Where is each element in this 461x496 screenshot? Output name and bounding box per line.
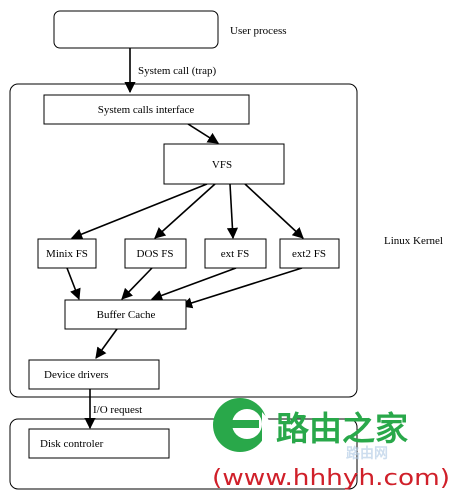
watermark: 路由之家 路由网 (www.hhhyh.com)	[212, 398, 450, 491]
edge-minix-to-cache	[66, 267, 81, 301]
node-system-calls-interface: System calls interface	[43, 94, 250, 125]
edge-dos-to-cache	[121, 267, 153, 300]
node-ext2-fs: ext2 FS	[279, 238, 340, 269]
buffer-cache-label: Buffer Cache	[97, 309, 156, 321]
watermark-logo-icon	[213, 398, 276, 452]
system-calls-interface-label: System calls interface	[98, 104, 195, 116]
linux-kernel-label: Linux Kernel	[384, 235, 443, 247]
edge-sci-to-vfs	[187, 123, 219, 144]
hardware-region	[9, 418, 358, 490]
edge-vfs-to-ext2	[244, 183, 304, 239]
watermark-url: (www.hhhyh.com)	[212, 466, 450, 491]
system-call-label: System call (trap)	[138, 65, 217, 77]
io-request-label: I/O request	[93, 404, 142, 416]
node-minix-fs: Minix FS	[37, 238, 97, 269]
device-drivers-label: Device drivers	[44, 369, 108, 381]
node-vfs: VFS	[163, 143, 285, 185]
ext-fs-label: ext FS	[221, 248, 249, 260]
edge-ext-to-cache	[150, 267, 237, 301]
disk-controller-label: Disk controler	[40, 438, 104, 450]
node-buffer-cache: Buffer Cache	[64, 299, 187, 330]
node-ext-fs: ext FS	[204, 238, 267, 269]
watermark-brand: 路由之家	[276, 409, 408, 448]
minix-fs-label: Minix FS	[46, 248, 88, 260]
user-process-label: User process	[230, 25, 287, 37]
edge-vfs-to-dos	[154, 183, 216, 239]
linux-kernel-region	[9, 83, 358, 398]
vfs-label: VFS	[212, 159, 232, 171]
node-user-process	[53, 10, 219, 49]
node-device-drivers: Device drivers	[28, 359, 160, 390]
edge-cache-to-drivers	[95, 328, 118, 359]
edge-vfs-to-minix	[70, 183, 208, 240]
ext2-fs-label: ext2 FS	[292, 248, 326, 260]
dos-fs-label: DOS FS	[137, 248, 174, 260]
watermark-faint: 路由网	[346, 445, 388, 462]
edge-vfs-to-ext	[226, 183, 239, 240]
edge-ext2-to-cache	[180, 267, 303, 309]
node-disk-controller: Disk controler	[28, 428, 170, 459]
node-dos-fs: DOS FS	[124, 238, 187, 269]
